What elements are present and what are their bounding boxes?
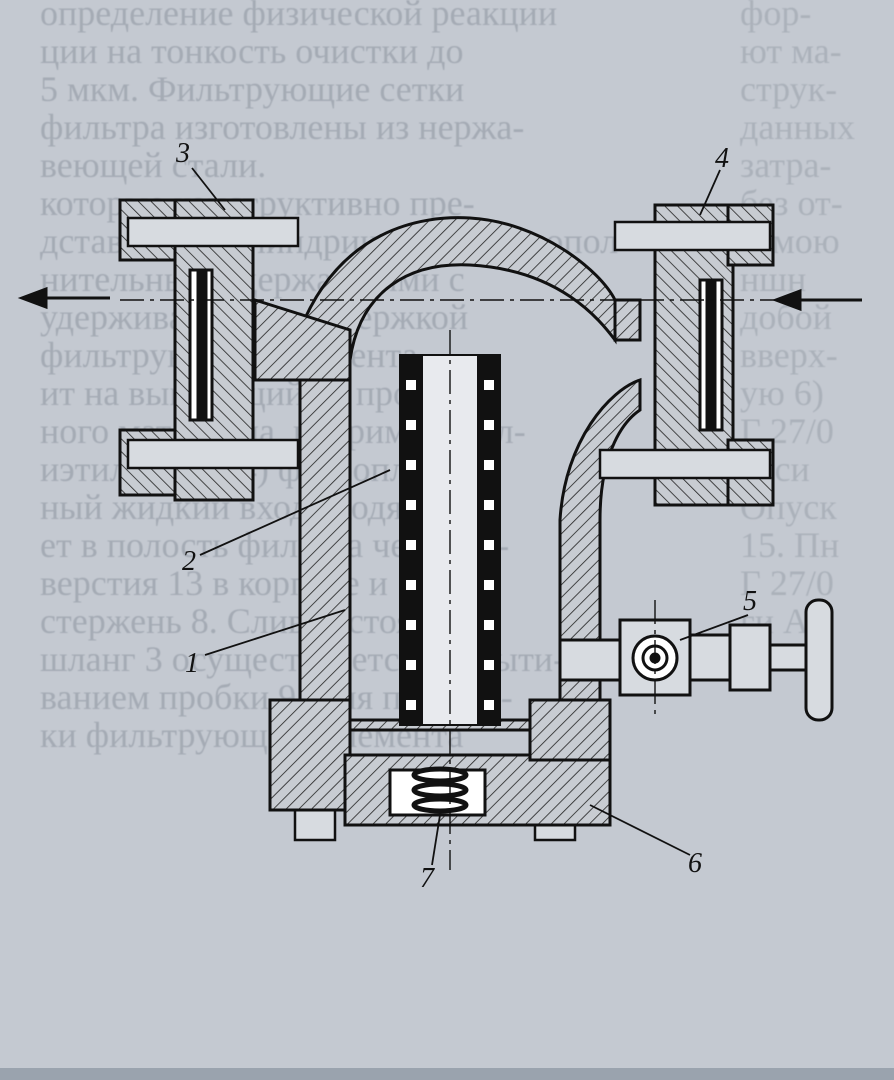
- callout-5: 5: [743, 586, 757, 617]
- inlet-arrow-icon: [771, 288, 802, 312]
- bg-line: ую 6): [740, 373, 824, 413]
- bg-line: которые конструктивно пре-: [40, 183, 475, 223]
- bg-line: фильтра изготовлены из нержа-: [40, 107, 525, 147]
- background-text-right: фор- ют ма- струк- данных затра- без от-…: [740, 0, 894, 640]
- flow-arrows: [17, 286, 862, 312]
- bg-line: веющей стали.: [40, 145, 267, 185]
- bottom-cover: [268, 698, 612, 827]
- spring: [411, 766, 469, 814]
- leader-lines: [191, 167, 749, 866]
- callout-7: 7: [420, 863, 434, 894]
- bg-line: ции на тонкость очистки до: [40, 31, 464, 71]
- filter-mesh-dots: [406, 380, 494, 710]
- bg-line: данных: [740, 107, 856, 147]
- callout-6: 6: [688, 848, 702, 879]
- center-lines: [120, 299, 780, 870]
- callout-2: 2: [182, 546, 196, 577]
- bg-line: фор-: [740, 0, 812, 33]
- outlet-arrow-icon: [17, 286, 48, 310]
- bg-line: затра-: [740, 145, 832, 185]
- bg-line: 15. Пн: [740, 525, 840, 565]
- bg-line: струк-: [740, 69, 838, 109]
- callout-1: 1: [185, 648, 199, 679]
- callout-3: 3: [176, 138, 190, 169]
- bg-line: ют ма-: [740, 31, 842, 71]
- bottom-border: [0, 1068, 894, 1080]
- bg-line: определение физической реакции: [40, 0, 558, 33]
- bg-line: 5 мкм. Фильтрующие сетки: [40, 69, 465, 109]
- bg-line: Г 27/0: [740, 563, 834, 603]
- bg-line: вверх-: [740, 335, 838, 375]
- body-housing: [253, 216, 642, 732]
- callout-4: 4: [715, 143, 729, 174]
